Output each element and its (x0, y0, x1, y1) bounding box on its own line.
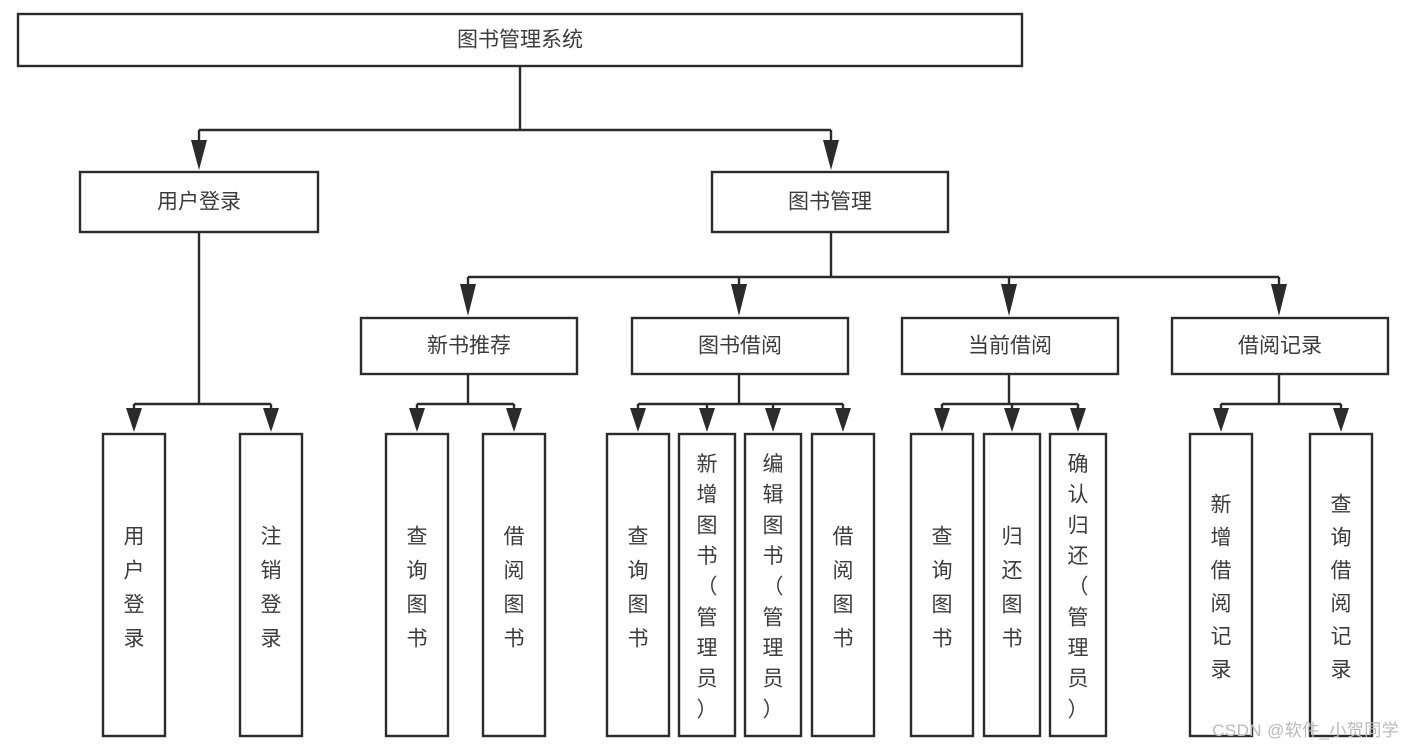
node-leaf-query-book-1[interactable]: 查询图书 (384, 432, 450, 738)
node-leaf-logout-label: 注销登录 (261, 526, 282, 651)
node-leaf-user-login-label: 用户登录 (124, 526, 145, 651)
node-leaf-borrow-book-1[interactable]: 借阅图书 (481, 432, 547, 738)
node-root-box[interactable] (16, 12, 1024, 68)
arrow-head-leaf-borrow-book-2 (835, 408, 851, 432)
node-current-borrow-label: 当前借阅 (968, 335, 1052, 358)
arrow-head-leaf-user-login (126, 408, 142, 432)
connector-group-book-borrow (630, 374, 851, 432)
node-leaf-add-book-box[interactable] (677, 432, 737, 738)
node-borrow-record[interactable]: 借阅记录 (1170, 316, 1390, 376)
node-leaf-add-book[interactable]: 新增图书（管理员） (677, 432, 737, 738)
arrow-head-new-book-rec (460, 284, 476, 316)
node-leaf-query-record-label: 查询借阅记录 (1331, 494, 1352, 682)
node-leaf-borrow-book-1-box[interactable] (481, 432, 547, 738)
node-user-login-box[interactable] (78, 170, 320, 234)
node-book-mgmt-label: 图书管理 (788, 191, 872, 214)
node-user-login[interactable]: 用户登录 (78, 170, 320, 234)
node-new-book-rec[interactable]: 新书推荐 (359, 316, 579, 376)
node-leaf-edit-book-label: 编辑图书（管理员） (763, 453, 784, 721)
arrow-head-leaf-borrow-book-1 (506, 408, 522, 432)
node-book-mgmt[interactable]: 图书管理 (710, 170, 950, 234)
node-leaf-query-book-1-box[interactable] (384, 432, 450, 738)
arrow-head-leaf-confirm-return (1070, 408, 1086, 432)
node-leaf-add-record-box[interactable] (1188, 432, 1254, 738)
connector-group-book-mgmt (460, 232, 1287, 316)
node-leaf-query-book-3-box[interactable] (909, 432, 975, 738)
node-leaf-confirm-return[interactable]: 确认归还（管理员） (1048, 432, 1108, 738)
node-new-book-rec-label: 新书推荐 (427, 335, 511, 358)
node-root-label: 图书管理系统 (457, 29, 583, 52)
node-leaf-add-book-label: 新增图书（管理员） (697, 453, 718, 721)
arrow-head-book-mgmt (823, 140, 839, 170)
node-leaf-borrow-book-2[interactable]: 借阅图书 (810, 432, 876, 738)
node-leaf-logout[interactable]: 注销登录 (238, 432, 304, 738)
node-book-borrow-label: 图书借阅 (698, 335, 782, 358)
node-book-borrow-box[interactable] (630, 316, 850, 376)
node-leaf-query-book-2[interactable]: 查询图书 (605, 432, 671, 738)
node-leaf-query-book-1-label: 查询图书 (407, 526, 428, 651)
arrow-head-leaf-query-book-3 (934, 408, 950, 432)
node-leaf-query-record-box[interactable] (1308, 432, 1374, 738)
arrow-head-leaf-logout (263, 408, 279, 432)
connector-group-new-book-rec (409, 374, 522, 432)
node-leaf-user-login[interactable]: 用户登录 (101, 432, 167, 738)
node-leaf-query-record[interactable]: 查询借阅记录 (1308, 432, 1374, 738)
arrow-head-borrow-record (1271, 284, 1287, 316)
arrow-head-leaf-edit-book (765, 408, 781, 432)
node-leaf-borrow-book-2-label: 借阅图书 (833, 526, 854, 651)
node-leaf-edit-book[interactable]: 编辑图书（管理员） (743, 432, 803, 738)
arrow-head-book-borrow (731, 284, 747, 316)
arrow-head-current-borrow (1001, 284, 1017, 316)
node-leaf-query-book-2-label: 查询图书 (628, 526, 649, 651)
node-leaf-return-book[interactable]: 归还图书 (982, 432, 1042, 738)
node-new-book-rec-box[interactable] (359, 316, 579, 376)
node-leaf-query-book-2-box[interactable] (605, 432, 671, 738)
node-current-borrow-box[interactable] (900, 316, 1120, 376)
node-borrow-record-label: 借阅记录 (1238, 335, 1322, 358)
node-leaf-borrow-book-1-label: 借阅图书 (504, 526, 525, 651)
node-leaf-confirm-return-box[interactable] (1048, 432, 1108, 738)
node-leaf-add-record[interactable]: 新增借阅记录 (1188, 432, 1254, 738)
node-leaf-logout-box[interactable] (238, 432, 304, 738)
node-leaf-borrow-book-2-box[interactable] (810, 432, 876, 738)
node-leaf-query-book-3[interactable]: 查询图书 (909, 432, 975, 738)
arrow-head-leaf-add-record (1213, 408, 1229, 432)
arrow-head-leaf-return-book (1004, 408, 1020, 432)
node-root[interactable]: 图书管理系统 (16, 12, 1024, 68)
arrow-head-user-login (191, 140, 207, 170)
connector-group-root (191, 66, 839, 170)
node-leaf-edit-book-box[interactable] (743, 432, 803, 738)
arrow-head-leaf-query-record (1333, 408, 1349, 432)
node-leaf-return-book-box[interactable] (982, 432, 1042, 738)
node-leaf-query-book-3-label: 查询图书 (932, 526, 953, 651)
arrow-head-leaf-query-book-2 (630, 408, 646, 432)
node-borrow-record-box[interactable] (1170, 316, 1390, 376)
node-leaf-add-record-label: 新增借阅记录 (1211, 494, 1232, 682)
connector-group-borrow-record (1213, 374, 1349, 432)
node-current-borrow[interactable]: 当前借阅 (900, 316, 1120, 376)
node-leaf-user-login-box[interactable] (101, 432, 167, 738)
node-book-borrow[interactable]: 图书借阅 (630, 316, 850, 376)
node-user-login-label: 用户登录 (157, 191, 241, 214)
arrow-head-leaf-add-book (699, 408, 715, 432)
node-leaf-confirm-return-label: 确认归还（管理员） (1068, 453, 1089, 721)
arrow-head-leaf-query-book-1 (409, 408, 425, 432)
node-leaf-return-book-label: 归还图书 (1002, 526, 1023, 651)
connector-group-user-login (126, 232, 279, 432)
connector-group-current-borrow (934, 374, 1086, 432)
node-book-mgmt-box[interactable] (710, 170, 950, 234)
